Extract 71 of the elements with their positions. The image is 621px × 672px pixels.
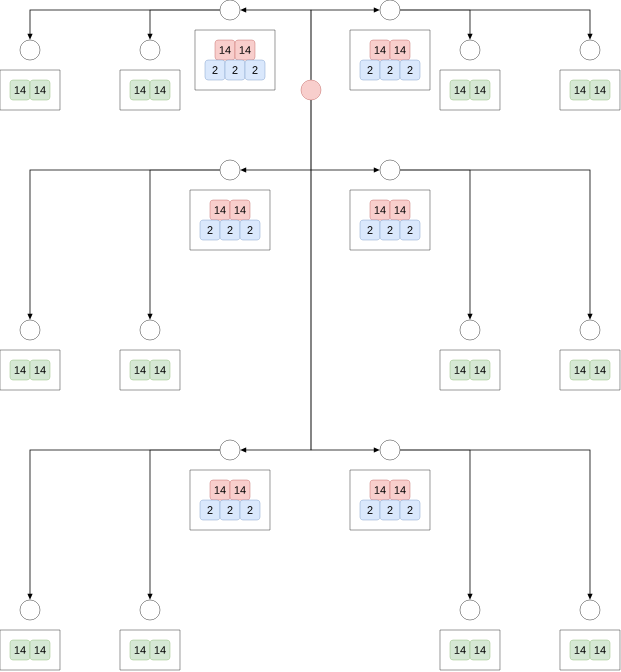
number-cell: 14 <box>30 80 50 100</box>
number-cell: 14 <box>450 640 470 660</box>
circle-node <box>220 440 240 460</box>
number-cell: 14 <box>10 80 30 100</box>
number-cell: 14 <box>10 640 30 660</box>
number-cell: 2 <box>200 500 220 520</box>
circle-node <box>380 160 400 180</box>
circle-node <box>140 600 160 620</box>
circle-node <box>140 40 160 60</box>
number-cell: 14 <box>390 480 410 500</box>
junction-circle <box>300 80 322 100</box>
number-cell: 14 <box>370 480 390 500</box>
number-cell: 14 <box>230 480 250 500</box>
number-cell: 14 <box>150 80 170 100</box>
number-cell: 14 <box>130 360 150 380</box>
circle-node <box>140 320 160 340</box>
circle-node <box>460 320 480 340</box>
number-cell: 2 <box>204 60 226 80</box>
circle-node <box>580 600 600 620</box>
number-cell: 14 <box>470 640 490 660</box>
number-cell: 2 <box>360 500 380 520</box>
circle-node <box>580 320 600 340</box>
number-cell: 14 <box>370 200 390 220</box>
number-cell: 14 <box>450 80 470 100</box>
number-cell: 14 <box>230 200 250 220</box>
number-cell: 14 <box>570 360 590 380</box>
number-cell: 14 <box>214 40 236 60</box>
number-cell: 2 <box>220 500 240 520</box>
circle-node <box>20 320 40 340</box>
number-cell: 14 <box>210 480 230 500</box>
number-cell: 14 <box>470 80 490 100</box>
number-cell: 14 <box>470 360 490 380</box>
circle-node <box>460 40 480 60</box>
number-cell: 14 <box>590 80 610 100</box>
number-cell: 2 <box>400 500 420 520</box>
circle-node <box>20 600 40 620</box>
number-cell: 2 <box>244 60 266 80</box>
number-cell: 14 <box>234 40 256 60</box>
number-cell: 2 <box>400 60 420 80</box>
number-cell: 14 <box>150 640 170 660</box>
number-cell: 2 <box>380 220 400 240</box>
circle-node <box>20 40 40 60</box>
number-cell: 14 <box>150 360 170 380</box>
number-cell: 14 <box>30 360 50 380</box>
number-cell: 14 <box>570 640 590 660</box>
number-cell: 2 <box>240 220 260 240</box>
number-cell: 14 <box>590 640 610 660</box>
number-cell: 14 <box>370 40 390 60</box>
number-cell: 2 <box>380 500 400 520</box>
number-cell: 2 <box>380 60 400 80</box>
circle-node <box>580 40 600 60</box>
number-cell: 2 <box>360 220 380 240</box>
number-cell: 14 <box>390 200 410 220</box>
number-cell: 14 <box>30 640 50 660</box>
circle-node <box>380 440 400 460</box>
number-cell: 2 <box>220 220 240 240</box>
circle-node <box>220 160 240 180</box>
number-cell: 14 <box>450 360 470 380</box>
circle-node <box>460 600 480 620</box>
number-cell: 14 <box>590 360 610 380</box>
number-cell: 14 <box>10 360 30 380</box>
number-cell: 14 <box>390 40 410 60</box>
number-cell: 2 <box>224 60 246 80</box>
number-cell: 14 <box>130 640 150 660</box>
number-cell: 2 <box>200 220 220 240</box>
number-cell: 2 <box>400 220 420 240</box>
number-cell: 2 <box>240 500 260 520</box>
number-cell: 14 <box>210 200 230 220</box>
number-cell: 14 <box>570 80 590 100</box>
number-cell: 14 <box>130 80 150 100</box>
number-cell: 2 <box>360 60 380 80</box>
